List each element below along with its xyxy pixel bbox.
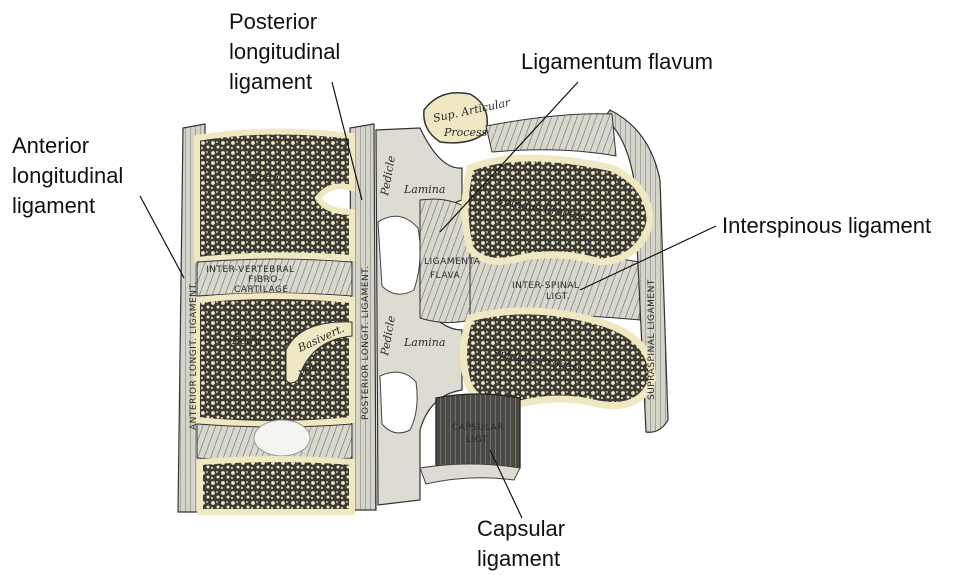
body-upper-label: Body [249, 172, 279, 185]
ligamentum-flavum-callout: Ligamentum flavum [521, 49, 713, 74]
posterior-longitudinal-callout-1: Posterior [229, 9, 317, 34]
upper-vertebral-body [197, 131, 352, 260]
anterior-longitudinal-leader [140, 196, 184, 278]
inter-spinal-label-2: LIGT. [546, 292, 570, 302]
upper-foramen [378, 216, 420, 294]
upper-ligament-band [486, 114, 616, 156]
lower-vertebral-body [197, 296, 352, 424]
bottom-vertebral-body [200, 459, 352, 512]
inter-spinal-label-1: INTER-SPINAL [512, 281, 579, 291]
capsular-callout-1: Capsular [477, 516, 565, 541]
capsular-ligt-label-2: LIGT. [466, 435, 490, 445]
nucleus-pulposus [254, 420, 310, 456]
capsular-ligt-label-1: CAPSULAR [452, 423, 504, 433]
supraspinal-vertical-label: SUPRASPINAL LIGAMENT [647, 279, 657, 400]
lamina-upper-label: Lamina [403, 183, 445, 196]
capsular-ligament-shape [436, 394, 520, 472]
lamina-lower-label: Lamina [403, 336, 445, 349]
spine-engraving [178, 93, 668, 512]
posterior-vertical-label: POSTERIOR LONGIT. LIGAMENT. [361, 265, 371, 420]
intervertebral-label-2: FIBRO- [248, 275, 282, 285]
lower-foramen [380, 372, 417, 433]
posterior-longitudinal-callout-2: longitudinal [229, 39, 340, 64]
body-lower-label: Body [231, 334, 261, 347]
ligamenta-flava-label-1: LIGAMENTA [424, 257, 481, 267]
intervertebral-label-3: CARTILAGE [234, 285, 289, 295]
posterior-longitudinal-callout-3: ligament [229, 69, 312, 94]
sup-articular-label-2: Process [443, 126, 488, 139]
anterior-longitudinal-callout-1: Anterior [12, 133, 89, 158]
anterior-longitudinal-callout-3: ligament [12, 193, 95, 218]
ligamenta-flava-label-2: FLAVA [430, 271, 461, 281]
intervertebral-label-1: INTER-VERTEBRAL [206, 265, 295, 275]
capsular-callout-2: ligament [477, 546, 560, 571]
anterior-longitudinal-callout-2: longitudinal [12, 163, 123, 188]
interspinous-callout: Interspinous ligament [722, 213, 931, 238]
anterior-vertical-label: ANTERIOR LONGIT. LIGAMENT. [189, 281, 199, 430]
